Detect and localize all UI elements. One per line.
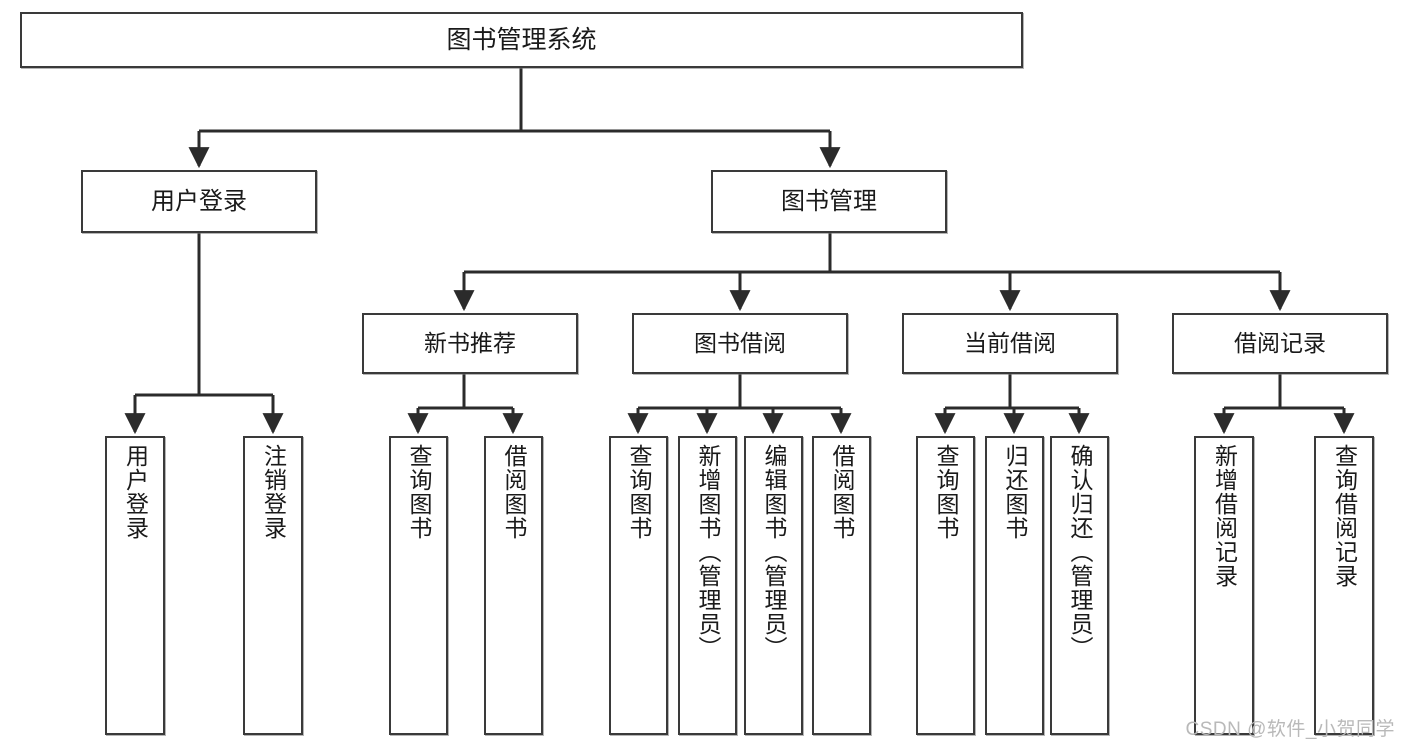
leaf-user-login-logout[interactable]: 注销登录 <box>243 436 303 735</box>
leaf-book-borrow-borrow[interactable]: 借阅图书 <box>812 436 871 735</box>
node-label: 借阅图书 <box>829 444 855 540</box>
node-book-management-system[interactable]: 图书管理系统 <box>20 12 1023 68</box>
leaf-current-borrow-query[interactable]: 查询图书 <box>916 436 975 735</box>
node-label: 查询图书 <box>933 444 959 540</box>
node-label: 用户登录 <box>151 187 247 215</box>
node-label: 归还图书 <box>1002 444 1028 540</box>
node-label: 当前借阅 <box>964 330 1056 357</box>
leaf-book-borrow-edit[interactable]: 编辑图书（管理员） <box>744 436 803 735</box>
node-label: 图书管理 <box>781 187 877 215</box>
node-label: 借阅图书 <box>501 444 527 540</box>
node-label: 图书管理系统 <box>446 25 597 54</box>
node-label: 查询图书 <box>626 444 652 540</box>
leaf-new-book-borrow[interactable]: 借阅图书 <box>484 436 543 735</box>
node-label: 新增借阅记录 <box>1211 444 1238 588</box>
watermark: CSDN @软件_小贺同学 <box>1185 719 1395 740</box>
leaf-book-borrow-add[interactable]: 新增图书（管理员） <box>678 436 737 735</box>
node-label: 查询借阅记录 <box>1331 444 1358 588</box>
node-book-management[interactable]: 图书管理 <box>711 170 947 233</box>
node-user-login[interactable]: 用户登录 <box>81 170 317 233</box>
leaf-book-borrow-query[interactable]: 查询图书 <box>609 436 668 735</box>
node-label: 注销登录 <box>260 444 287 540</box>
leaf-current-borrow-return[interactable]: 归还图书 <box>985 436 1044 735</box>
node-label: 新增图书（管理员） <box>695 444 721 660</box>
node-label: 用户登录 <box>122 444 149 540</box>
node-label: 确认归还（管理员） <box>1067 444 1093 660</box>
leaf-user-login-login[interactable]: 用户登录 <box>105 436 165 735</box>
node-new-book-recommend[interactable]: 新书推荐 <box>362 313 578 374</box>
node-label: 新书推荐 <box>424 330 516 357</box>
leaf-new-book-query[interactable]: 查询图书 <box>389 436 448 735</box>
node-label: 图书借阅 <box>694 330 786 357</box>
node-book-borrow[interactable]: 图书借阅 <box>632 313 848 374</box>
leaf-borrow-record-query[interactable]: 查询借阅记录 <box>1314 436 1374 735</box>
leaf-current-borrow-confirm-return[interactable]: 确认归还（管理员） <box>1050 436 1109 735</box>
leaf-borrow-record-add[interactable]: 新增借阅记录 <box>1194 436 1254 735</box>
node-borrow-record[interactable]: 借阅记录 <box>1172 313 1388 374</box>
node-label: 查询图书 <box>406 444 432 540</box>
node-current-borrow[interactable]: 当前借阅 <box>902 313 1118 374</box>
node-label: 借阅记录 <box>1234 330 1326 357</box>
node-label: 编辑图书（管理员） <box>761 444 787 660</box>
